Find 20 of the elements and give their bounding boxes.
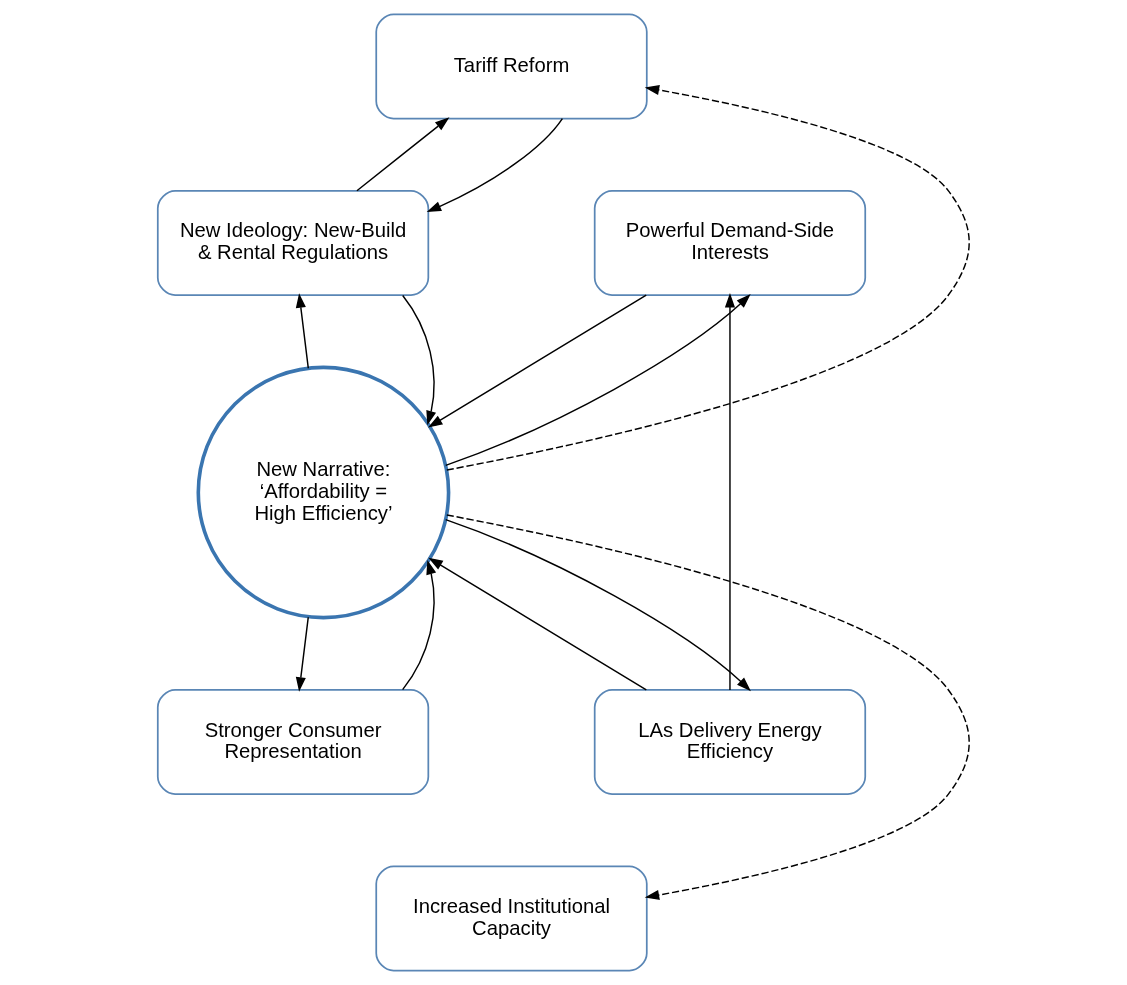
arrow — [724, 292, 736, 691]
node-box: Increased Institutional Capacity — [375, 865, 648, 972]
arrow — [356, 117, 450, 192]
arrow — [426, 117, 564, 213]
arrow — [446, 85, 970, 471]
arrow — [295, 616, 309, 692]
node-box: Stronger Consumer Representation — [156, 689, 430, 795]
arrow — [401, 559, 437, 691]
arrow — [428, 294, 647, 428]
arrow — [446, 514, 970, 900]
arrow — [428, 557, 648, 691]
arrow — [445, 518, 751, 692]
node-circle: New Narrative: ‘Affordability = High Efficiency’ — [196, 365, 451, 620]
node-box: Powerful Demand-Side Interests — [593, 190, 867, 296]
node-box: LAs Delivery Energy Efficiency — [593, 689, 867, 795]
arrow — [445, 293, 751, 467]
node-box: New Ideology: New-Build & Rental Regulations — [156, 190, 430, 296]
arrow — [402, 294, 437, 426]
node-box: Tariff Reform — [375, 13, 648, 120]
arrow — [295, 293, 310, 369]
